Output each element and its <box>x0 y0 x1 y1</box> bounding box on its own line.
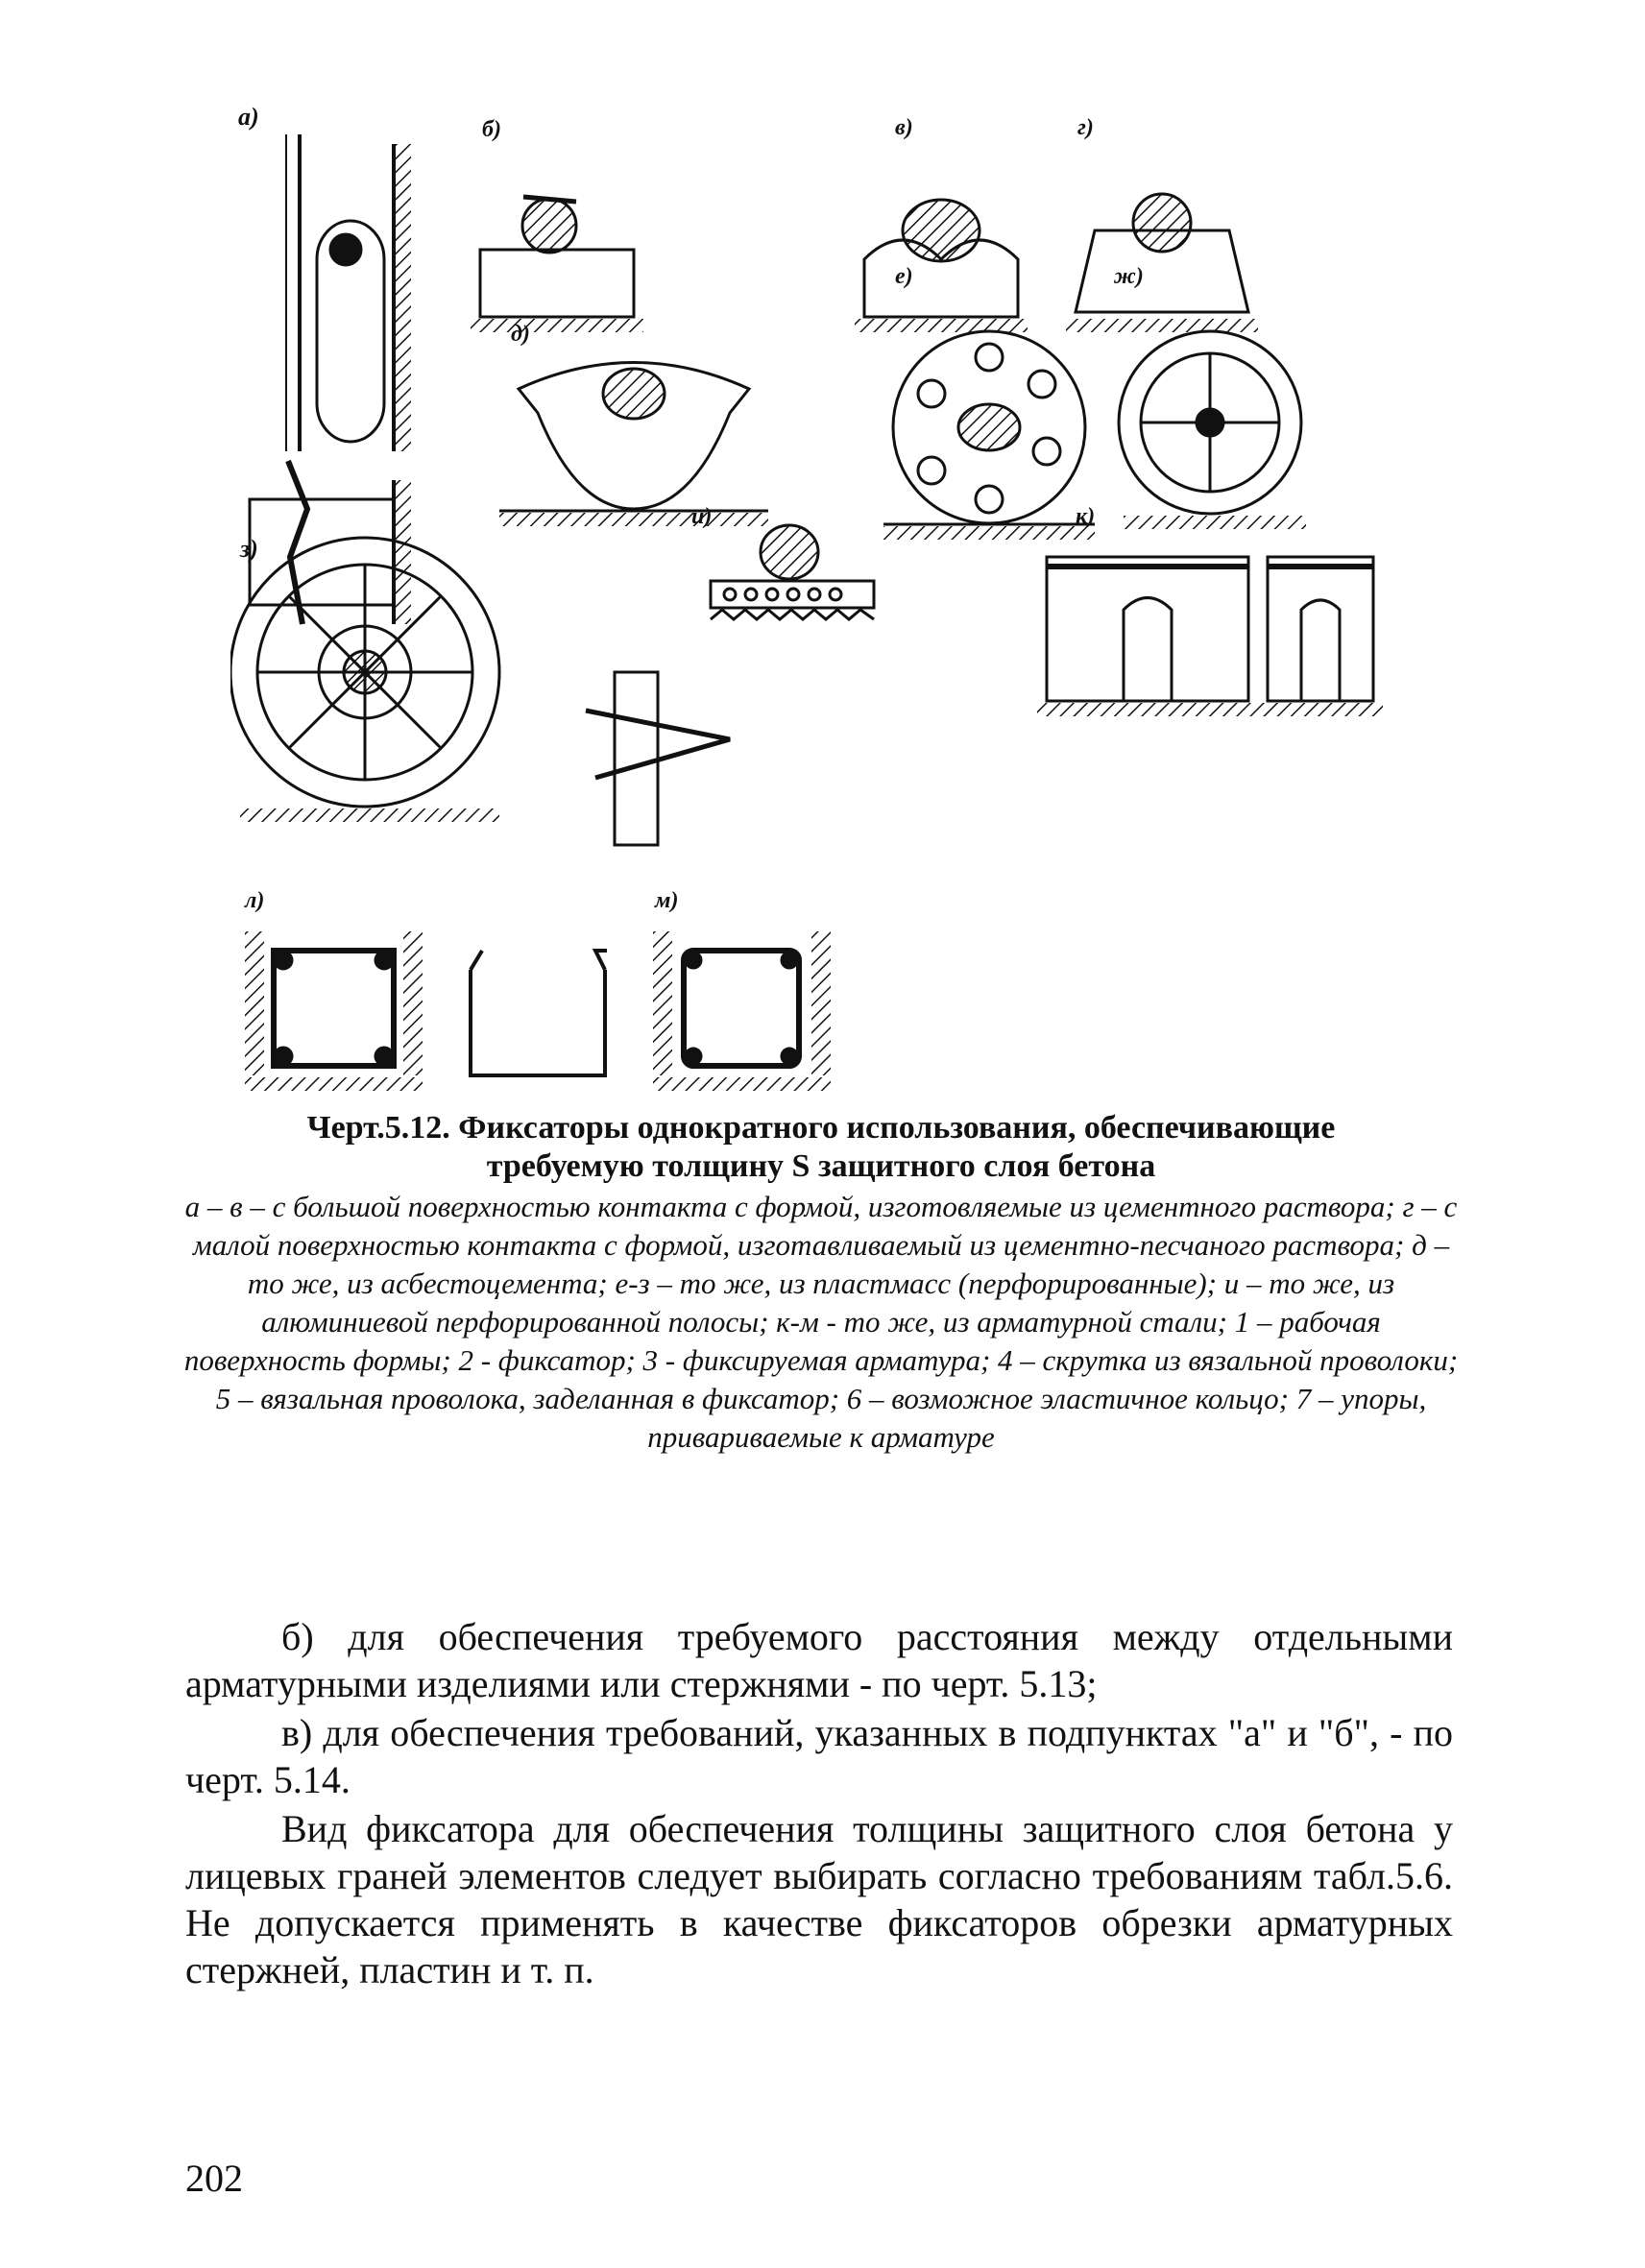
panel-k <box>1037 555 1383 716</box>
panel-m <box>653 931 831 1091</box>
panel-label-b: б) <box>482 117 501 142</box>
panel-v <box>855 198 1028 332</box>
paragraph-fixator-choice: Вид фиксатора для обеспечения толщины за… <box>185 1807 1453 1991</box>
page-number: 202 <box>185 2157 243 2200</box>
panel-label-z: з) <box>239 535 258 563</box>
panel-label-v: в) <box>895 115 913 140</box>
figure-caption: Черт.5.12. Фиксаторы однократного исполь… <box>182 1109 1460 1457</box>
panel-b <box>471 194 643 332</box>
panel-label-e: е) <box>895 264 913 289</box>
panel-label-d: д) <box>511 322 530 347</box>
panel-label-g: г) <box>1077 115 1094 140</box>
panel-l <box>245 931 607 1091</box>
paragraph-v: в) для обеспечения требований, указанных… <box>185 1711 1453 1801</box>
fixators-drawing: а) б) в) г) д) е) <box>230 106 1383 1091</box>
panel-d <box>499 361 768 526</box>
panel-a <box>248 134 411 625</box>
panel-g <box>1066 192 1258 332</box>
panel-label-a: а) <box>238 106 259 131</box>
caption-title-line-2: требуемую толщину S защитного слоя бетон… <box>486 1148 1156 1184</box>
caption-title-line-1: Черт.5.12. Фиксаторы однократного исполь… <box>306 1110 1336 1146</box>
figure-5-12: а) б) в) г) д) е) <box>230 106 1421 1109</box>
paragraph-b: б) для обеспечения требуемого расстояния… <box>185 1615 1453 1705</box>
panel-label-zh: ж) <box>1113 264 1144 289</box>
caption-legend: а – в – с большой поверхностью контакта … <box>183 1190 1459 1454</box>
panel-label-m: м) <box>654 888 678 913</box>
panel-label-l: л) <box>244 888 264 913</box>
panel-zh <box>1117 329 1306 529</box>
panel-label-i: и) <box>691 504 712 529</box>
body-text: б) для обеспечения требуемого расстояния… <box>185 1613 1453 1995</box>
panel-label-k: к) <box>1076 504 1095 529</box>
panel-e <box>883 329 1095 540</box>
panel-i <box>709 523 876 621</box>
panel-z <box>230 536 731 847</box>
